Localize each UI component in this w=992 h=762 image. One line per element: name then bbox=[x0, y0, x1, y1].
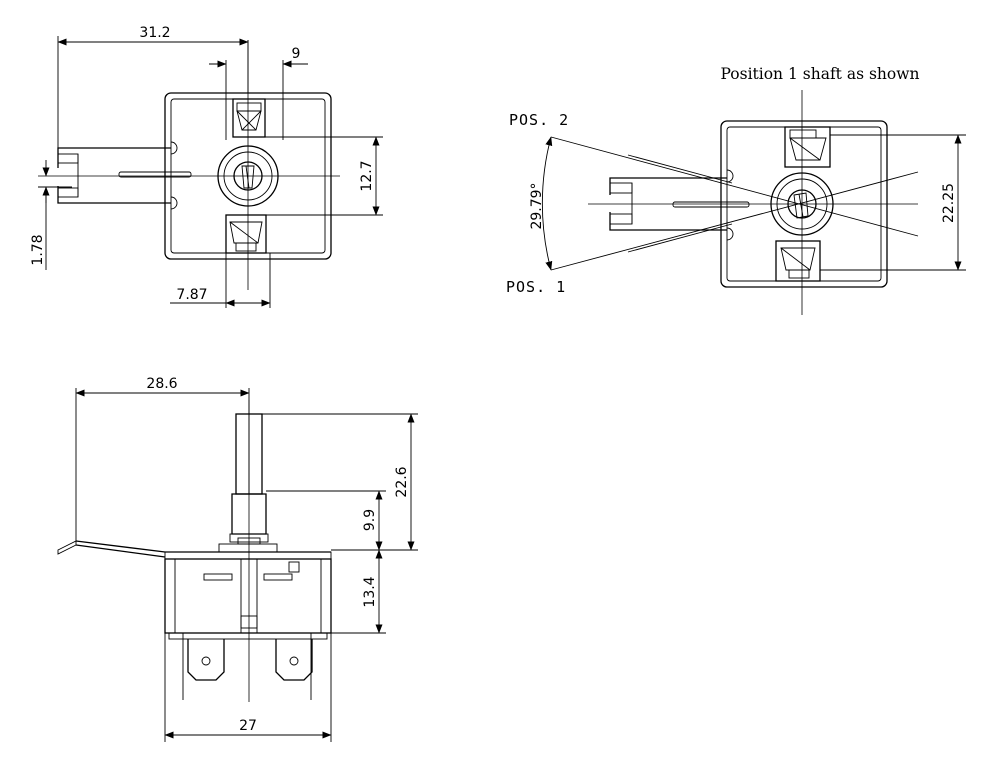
dim-width-label-3: 27 bbox=[239, 718, 257, 734]
side-shaft bbox=[218, 413, 278, 553]
lower-contact-2 bbox=[775, 240, 821, 282]
dim-shaft-label: 9.9 bbox=[362, 509, 378, 531]
lower-contact bbox=[225, 214, 267, 254]
dim-reach-label: 28.6 bbox=[146, 376, 177, 392]
top-left-view: 31.2 9 12.7 1.78 7.87 bbox=[30, 25, 383, 308]
upper-contact bbox=[232, 98, 266, 138]
terminal-tabs bbox=[182, 633, 313, 700]
position-caption: Position 1 shaft as shown bbox=[721, 65, 920, 83]
side-view: 28.6 22.6 9.9 13.4 27 bbox=[57, 376, 418, 742]
top-right-view: Position 1 shaft as shown bbox=[506, 65, 966, 315]
side-lever bbox=[57, 540, 166, 558]
dim-height-label-2: 22.25 bbox=[941, 183, 957, 223]
dim-width-label: 31.2 bbox=[139, 25, 170, 41]
pos1-label: POS. 1 bbox=[506, 278, 566, 296]
dim-height-label: 12.7 bbox=[359, 160, 375, 191]
dim-lower-label: 7.87 bbox=[176, 287, 207, 303]
upper-contact-2 bbox=[784, 126, 831, 168]
dim-terminal-width-label: 9 bbox=[292, 46, 301, 62]
pos2-label: POS. 2 bbox=[509, 111, 569, 129]
dim-total-height-label: 22.6 bbox=[394, 466, 410, 497]
side-body bbox=[164, 558, 332, 634]
dim-body-label: 13.4 bbox=[362, 576, 378, 607]
dim-offset-label: 1.78 bbox=[30, 234, 46, 265]
left-terminal-2 bbox=[609, 177, 750, 231]
angle-label: 29.79° bbox=[529, 182, 545, 229]
